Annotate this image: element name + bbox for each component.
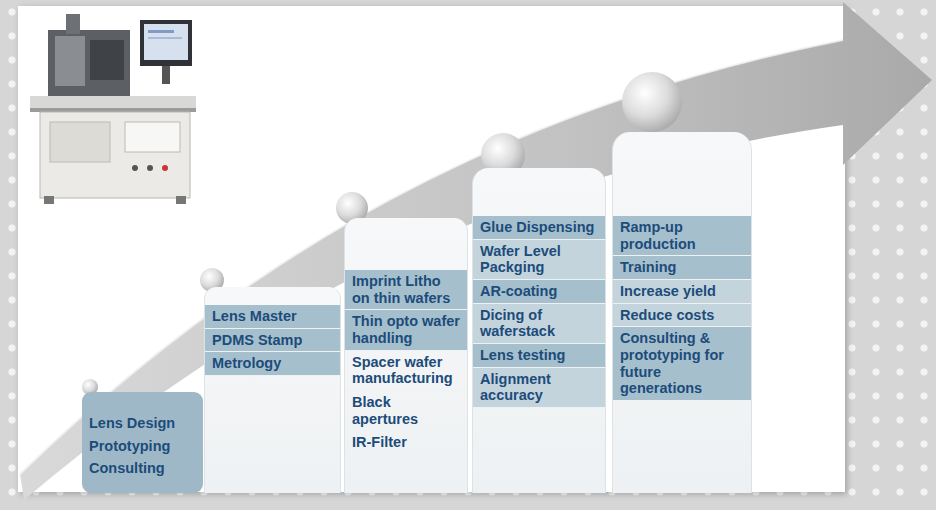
step-item: Reduce costs bbox=[613, 304, 751, 328]
step-item: Ramp-up production bbox=[613, 216, 751, 256]
step-item: PDMS Stamp bbox=[205, 329, 340, 353]
step-item: Prototyping bbox=[82, 435, 203, 458]
step-item: Black apertures bbox=[345, 391, 467, 431]
step-item: Consulting bbox=[82, 457, 203, 480]
step-item: Training bbox=[613, 256, 751, 280]
step-item: Thin opto wafer handling bbox=[345, 310, 467, 350]
process-step-card: Lens DesignPrototypingConsulting bbox=[82, 392, 203, 493]
step-item: Wafer Level Packging bbox=[473, 240, 605, 280]
step-item: Imprint Litho on thin wafers bbox=[345, 270, 467, 310]
step-item: Consulting & prototyping for future gene… bbox=[613, 327, 751, 401]
process-step-card: Imprint Litho on thin wafersThin opto wa… bbox=[344, 218, 468, 493]
step-item: Metrology bbox=[205, 352, 340, 376]
step-item: Alignment accuracy bbox=[473, 368, 605, 408]
step-item: Dicing of waferstack bbox=[473, 304, 605, 344]
step-item: Lens testing bbox=[473, 344, 605, 368]
machine-illustration bbox=[30, 14, 196, 204]
step-item: Increase yield bbox=[613, 280, 751, 304]
step-item: Glue Dispensing bbox=[473, 216, 605, 240]
process-step-card: Ramp-up productionTrainingIncrease yield… bbox=[612, 132, 752, 493]
process-step-card: Lens MasterPDMS StampMetrology bbox=[204, 287, 341, 493]
step-item: AR-coating bbox=[473, 280, 605, 304]
progress-arrow bbox=[20, 2, 932, 500]
step-item: IR-Filter bbox=[345, 431, 467, 455]
step-item: Lens Design bbox=[82, 412, 203, 435]
step-item: Lens Master bbox=[205, 305, 340, 329]
process-step-card: Glue DispensingWafer Level PackgingAR-co… bbox=[472, 168, 606, 493]
step-item: Spacer wafer manufacturing bbox=[345, 351, 467, 391]
